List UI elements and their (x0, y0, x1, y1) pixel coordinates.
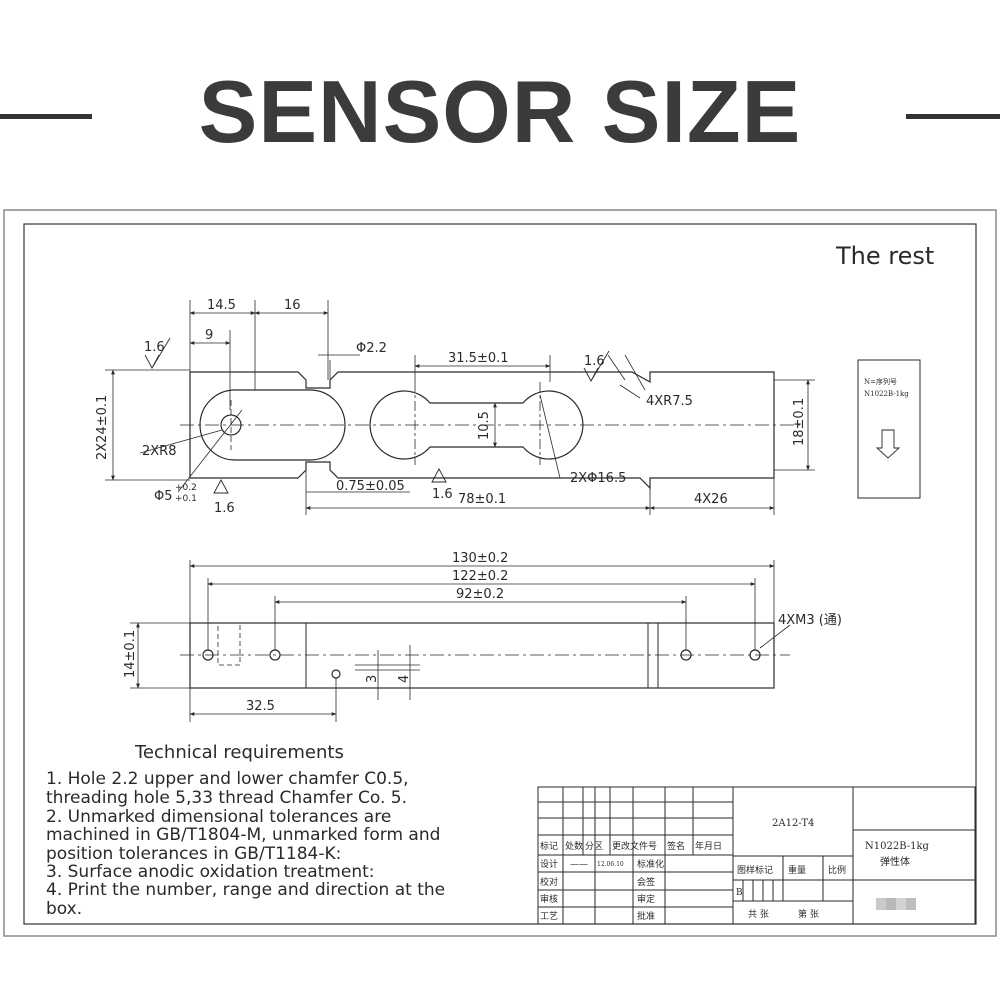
header-rule-left (0, 114, 92, 119)
dim-label-92: 92±0.2 (456, 587, 504, 602)
dim-label-122: 122±0.2 (452, 569, 508, 584)
tb-r0-c0: 设计 (540, 858, 558, 870)
page-title: SENSOR SIZE (198, 62, 802, 161)
side-body (189, 622, 775, 689)
outer-frame (3, 209, 997, 937)
dim-label-16: 16 (284, 298, 301, 313)
slot-left (199, 389, 346, 461)
tb-sheet-no: 第 张 (798, 908, 819, 920)
label-box (857, 359, 921, 499)
dim-label-4x26: 4X26 (694, 492, 728, 507)
tech-line: 3. Surface anodic oxidation treatment: (46, 862, 375, 882)
technical-requirements-title: Technical requirements (135, 742, 344, 763)
dim-label-phi5: Φ5 (154, 489, 173, 504)
tb-part-no: N1022B-1kg (865, 841, 930, 852)
tb-r1-c0: 校对 (540, 876, 558, 888)
tb-sheet-total: 共 张 (748, 909, 769, 920)
tb-stage-value: B (736, 888, 743, 898)
tb-r2-c0: 审核 (540, 893, 558, 905)
tb-material: 2A12-T4 (772, 818, 814, 829)
label-box-line2: N1022B-1kg (864, 390, 909, 398)
dim-label-10-5: 10.5 (477, 411, 492, 440)
dim-label-3: 3 (365, 675, 380, 683)
label-box-line1: N=序列号 (864, 377, 897, 386)
tb-r0-c3: 标准化 (637, 858, 664, 870)
tb-rev-h5: 年月日 (695, 840, 722, 852)
dim-label-phi16-5: 2XΦ16.5 (570, 471, 626, 486)
inner-frame (23, 223, 977, 925)
tech-line: machined in GB/T1804-M, unmarked form an… (46, 825, 441, 845)
top-view (105, 300, 815, 515)
dim-label-2x24: 2X24±0.1 (95, 395, 110, 460)
dim-tol-minus: +0.1 (175, 494, 197, 504)
tech-line: box. (46, 899, 83, 919)
tech-line: 1. Hole 2.2 upper and lower chamfer C0.5… (46, 769, 409, 789)
blurred-mark (876, 898, 916, 910)
tb-r2-c3: 审定 (637, 893, 655, 905)
dim-label-130: 130±0.2 (452, 551, 508, 566)
tb-stage-h1: 重量 (788, 864, 806, 876)
dim-label-9: 9 (205, 328, 213, 343)
tech-line: position tolerances in GB/T1184-K: (46, 844, 342, 864)
dim-label-m3: 4XM3 (通) (778, 613, 842, 628)
tech-line: 2. Unmarked dimensional tolerances are (46, 807, 392, 827)
dim-label-4: 4 (397, 675, 412, 683)
tb-rev-h4: 签名 (667, 840, 685, 852)
dim-label-78: 78±0.1 (458, 492, 506, 507)
title-block (537, 786, 976, 925)
rest-label: The rest (836, 242, 935, 270)
tb-part-name: 弹性体 (880, 855, 910, 868)
tech-line: 4. Print the number, range and direction… (46, 880, 446, 900)
tb-r3-c0: 工艺 (540, 911, 558, 922)
tb-rev-h1: 处数 (565, 840, 583, 852)
dim-label-14-5: 14.5 (207, 298, 236, 313)
tb-stage-h0: 图样标记 (737, 864, 773, 876)
header-rule-right (906, 114, 1000, 119)
dim-label-0-75: 0.75±0.05 (336, 479, 405, 494)
tb-rev-h2: 分区 (585, 841, 603, 852)
roughness-label-3: 1.6 (432, 487, 453, 502)
tb-rev-h3: 更改文件号 (612, 840, 657, 852)
side-view (130, 560, 791, 722)
dim-label-31-5: 31.5±0.1 (448, 351, 509, 366)
dim-label-r7-5: 4XR7.5 (646, 394, 693, 409)
tb-rev-h0: 标记 (540, 840, 558, 852)
dim-label-phi2-2: Φ2.2 (356, 341, 387, 356)
dim-label-18: 18±0.1 (792, 398, 807, 446)
dim-label-14: 14±0.1 (123, 630, 138, 678)
tb-r3-c3: 批准 (637, 910, 655, 922)
roughness-label-2: 1.6 (584, 354, 605, 369)
tb-r0-c1: —— (570, 860, 588, 870)
dim-tol-plus: +0.2 (175, 483, 197, 493)
tb-r1-c3: 会签 (637, 876, 655, 888)
hole-side (331, 669, 341, 679)
dim-label-32-5: 32.5 (246, 699, 275, 714)
roughness-label-1: 1.6 (144, 340, 165, 355)
roughness-label-4: 1.6 (214, 501, 235, 516)
dim-label-r8: 2XR8 (142, 444, 176, 459)
dumbbell-hole (369, 390, 584, 460)
direction-arrow-icon (875, 429, 901, 459)
tb-r0-c2: 12.06.10 (597, 861, 624, 868)
tb-stage-h2: 比例 (828, 864, 846, 876)
tech-line: threading hole 5,33 thread Chamfer Co. 5… (46, 788, 408, 808)
